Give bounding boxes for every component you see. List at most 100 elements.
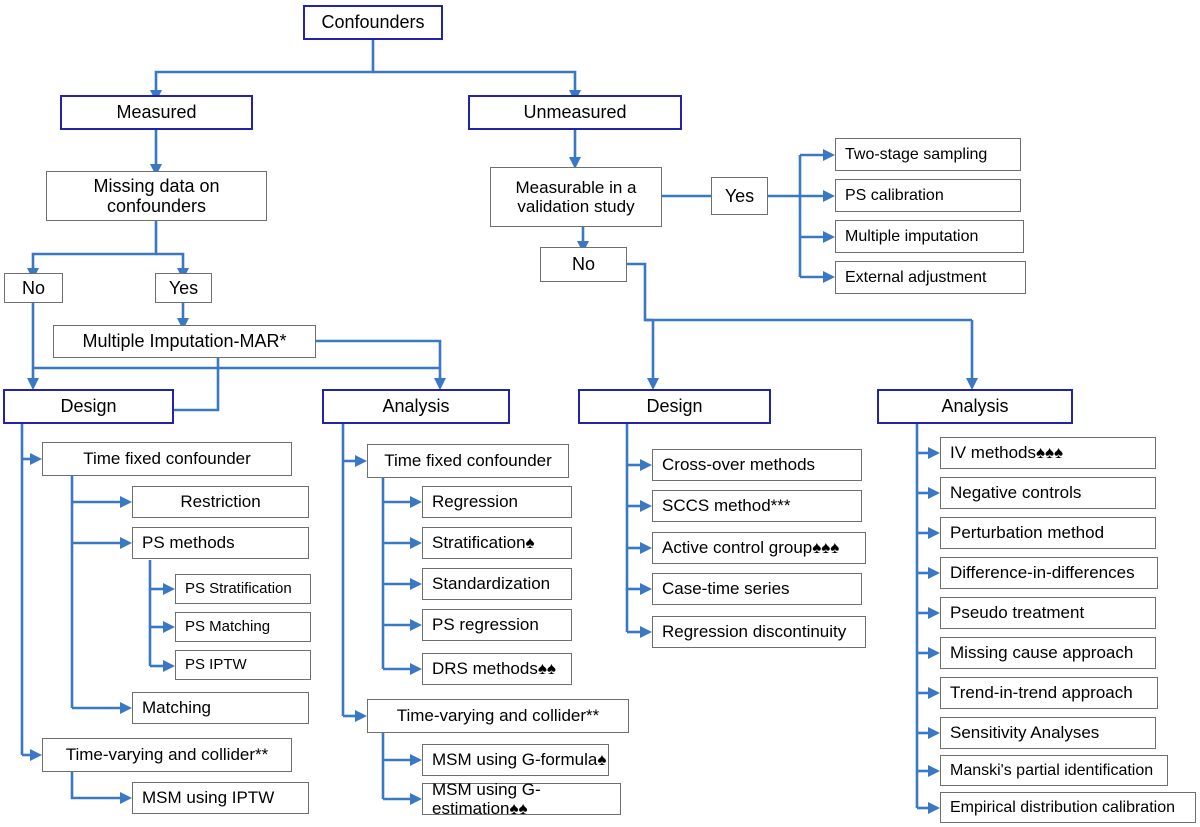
node-regression-discontinuity[interactable]: Regression discontinuity <box>652 616 866 648</box>
node-label: Manski's partial identification <box>950 761 1154 779</box>
node-label: Missing cause approach <box>950 643 1134 663</box>
node-label: Pseudo treatment <box>950 603 1085 623</box>
node-label: Regression discontinuity <box>662 622 847 642</box>
node-label: Negative controls <box>950 483 1082 503</box>
node-label: Case-time series <box>662 579 790 599</box>
node-label: Active control group♠♠♠ <box>662 538 840 558</box>
node-analysis-drs-methods[interactable]: DRS methods♠♠ <box>422 653 572 685</box>
node-sccs-method[interactable]: SCCS method*** <box>652 490 862 522</box>
node-label: Time fixed confounder <box>384 451 552 471</box>
node-label: SCCS method*** <box>662 496 791 516</box>
node-negative-controls[interactable]: Negative controls <box>940 477 1156 509</box>
node-empirical-distribution-calibration[interactable]: Empirical distribution calibration <box>940 792 1196 823</box>
node-label: Multiple imputation <box>845 227 979 245</box>
node-case-time-series[interactable]: Case-time series <box>652 573 862 605</box>
node-label: Confounders <box>321 12 425 33</box>
node-label: Time-varying and collider** <box>396 706 600 726</box>
node-label: Yes <box>724 185 755 206</box>
node-analysis-left[interactable]: Analysis <box>322 389 510 424</box>
node-label: Time fixed confounder <box>83 449 251 469</box>
node-unmeasured[interactable]: Unmeasured <box>468 95 682 130</box>
node-msm-using-iptw[interactable]: MSM using IPTW <box>132 782 309 814</box>
node-label: Cross-over methods <box>662 455 816 475</box>
node-label-line1: Measurable in a <box>515 177 637 197</box>
node-validation-yes[interactable]: Yes <box>711 177 768 215</box>
node-analysis-ps-regression[interactable]: PS regression <box>422 609 572 641</box>
node-missing-no[interactable]: No <box>4 273 63 303</box>
node-label: IV methods♠♠♠ <box>950 443 1064 463</box>
node-label: Perturbation method <box>950 523 1105 543</box>
node-analysis-stratification[interactable]: Stratification♠ <box>422 527 572 559</box>
node-cross-over-methods[interactable]: Cross-over methods <box>652 449 862 481</box>
node-measurable-validation-study[interactable]: Measurable in a validation study <box>490 167 662 227</box>
node-iv-methods[interactable]: IV methods♠♠♠ <box>940 437 1156 469</box>
node-validation-no[interactable]: No <box>540 247 627 282</box>
node-analysis-time-fixed-confounder[interactable]: Time fixed confounder <box>367 444 569 478</box>
node-design-left[interactable]: Design <box>3 389 174 424</box>
node-design-restriction[interactable]: Restriction <box>132 486 309 518</box>
node-design-right[interactable]: Design <box>578 389 771 424</box>
node-label: Time-varying and collider** <box>65 745 269 765</box>
node-label: PS Matching <box>185 617 271 635</box>
node-measured[interactable]: Measured <box>60 95 253 130</box>
node-label: Design <box>646 396 703 417</box>
node-external-adjustment[interactable]: External adjustment <box>835 261 1026 294</box>
node-label: MSM using G-estimation♠♠ <box>432 779 541 818</box>
node-label: Two-stage sampling <box>845 145 988 163</box>
node-label: Unmeasured <box>523 102 627 123</box>
node-design-ps-methods[interactable]: PS methods <box>132 527 309 559</box>
node-missing-yes[interactable]: Yes <box>155 273 212 303</box>
node-ps-iptw[interactable]: PS IPTW <box>175 650 311 680</box>
node-label: External adjustment <box>845 268 987 286</box>
node-analysis-regression[interactable]: Regression <box>422 486 572 518</box>
node-ps-stratification[interactable]: PS Stratification <box>175 574 311 604</box>
node-label: PS regression <box>432 615 539 635</box>
node-label: PS Stratification <box>185 579 292 597</box>
node-confounders[interactable]: Confounders <box>303 5 443 40</box>
node-ps-matching[interactable]: PS Matching <box>175 612 311 642</box>
node-label: Difference-in-differences <box>950 563 1135 583</box>
node-ps-calibration[interactable]: PS calibration <box>835 179 1021 212</box>
node-sensitivity-analyses[interactable]: Sensitivity Analyses <box>940 717 1156 749</box>
node-label: Regression <box>432 492 518 512</box>
node-label-line2: validation study <box>517 197 635 216</box>
node-label: No <box>571 254 595 275</box>
node-perturbation-method[interactable]: Perturbation method <box>940 517 1156 549</box>
node-label: MSM using G-formula♠ <box>432 750 607 770</box>
node-design-time-fixed-confounder[interactable]: Time fixed confounder <box>42 442 292 476</box>
node-label-line1: Missing data on <box>93 175 220 196</box>
node-multiple-imputation[interactable]: Multiple imputation <box>835 220 1024 253</box>
node-label: Measured <box>116 102 197 123</box>
node-label: Restriction <box>180 492 261 512</box>
node-difference-in-differences[interactable]: Difference-in-differences <box>940 557 1158 589</box>
node-label: Multiple Imputation-MAR* <box>82 331 287 352</box>
node-label: Stratification♠ <box>432 533 535 553</box>
node-active-control-group[interactable]: Active control group♠♠♠ <box>652 532 866 564</box>
node-label: Analysis <box>382 396 450 417</box>
node-label: No <box>21 277 45 298</box>
node-missing-data-on-confounders[interactable]: Missing data on confounders <box>46 171 267 221</box>
node-two-stage-sampling[interactable]: Two-stage sampling <box>835 138 1021 171</box>
node-msm-using-g-formula[interactable]: MSM using G-formula♠ <box>422 744 609 776</box>
node-manskis-partial-identification[interactable]: Manski's partial identification <box>940 755 1168 786</box>
node-label: DRS methods♠♠ <box>432 659 556 679</box>
node-analysis-right[interactable]: Analysis <box>877 389 1073 424</box>
node-pseudo-treatment[interactable]: Pseudo treatment <box>940 597 1156 629</box>
node-missing-cause-approach[interactable]: Missing cause approach <box>940 637 1156 669</box>
node-multiple-imputation-mar[interactable]: Multiple Imputation-MAR* <box>53 325 316 358</box>
node-label: PS IPTW <box>185 655 247 673</box>
node-label: Matching <box>142 698 211 718</box>
node-trend-in-trend-approach[interactable]: Trend-in-trend approach <box>940 677 1158 709</box>
node-analysis-time-varying-collider[interactable]: Time-varying and collider** <box>367 699 629 733</box>
node-design-time-varying-collider[interactable]: Time-varying and collider** <box>42 738 292 772</box>
node-design-matching[interactable]: Matching <box>132 692 309 724</box>
node-label: PS methods <box>142 533 235 553</box>
node-label: PS calibration <box>845 186 944 204</box>
node-label: Standardization <box>432 574 551 594</box>
node-label: MSM using IPTW <box>142 788 275 808</box>
node-msm-using-g-estimation[interactable]: MSM using G-estimation♠♠ <box>422 779 621 818</box>
node-label: Design <box>60 396 117 417</box>
node-analysis-standardization[interactable]: Standardization <box>422 568 572 600</box>
node-label: Sensitivity Analyses <box>950 723 1100 743</box>
node-label: Empirical distribution calibration <box>950 798 1175 816</box>
